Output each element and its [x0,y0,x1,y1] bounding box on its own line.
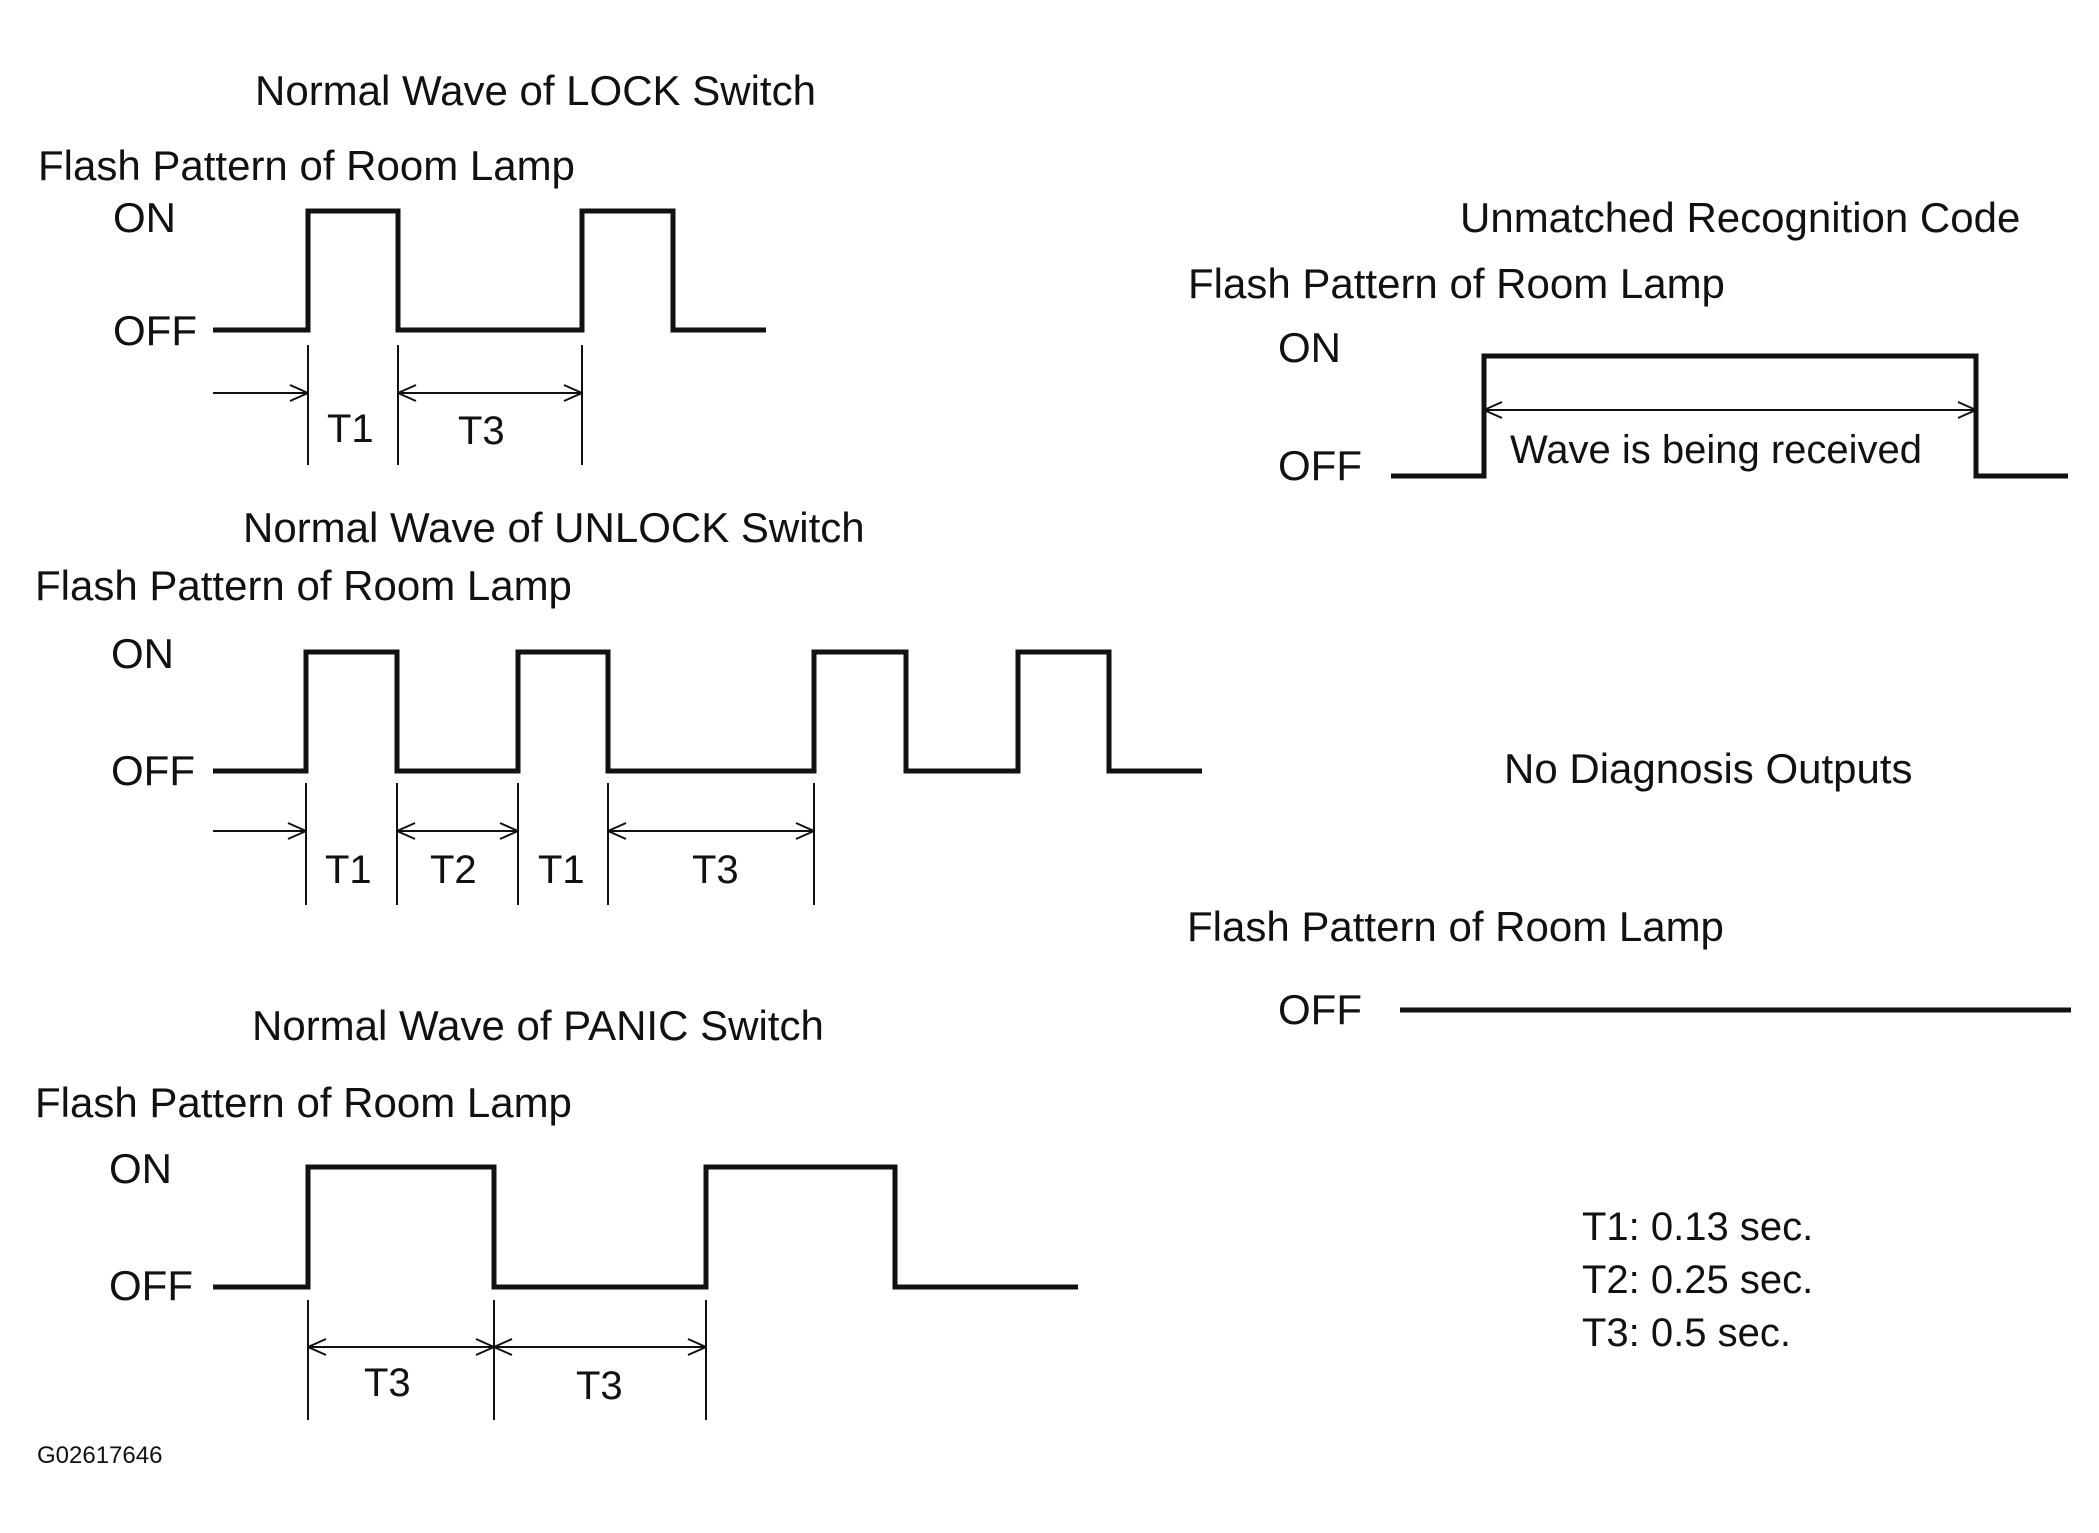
unlock-interval-label: T1 [538,848,585,892]
unmatched-waveform [1391,353,2068,479]
lock-off-label: OFF [113,307,197,354]
panic-panel: Normal Wave of PANIC Switch Flash Patter… [35,1002,1078,1420]
unlock-waveform [213,649,1202,774]
unmatched-span-label: Wave is being received [1510,428,1922,472]
legend-entry-t3: T3: 0.5 sec. [1582,1311,1791,1355]
no-diagnosis-panel: No Diagnosis Outputs Flash Pattern of Ro… [1187,745,2071,1033]
figure-reference-code: G02617646 [37,1442,162,1469]
lock-waveform [213,208,766,333]
legend-entry-t2: T2: 0.25 sec. [1582,1258,1813,1302]
no-diagnosis-subtitle: Flash Pattern of Room Lamp [1187,903,1724,950]
unmatched-on-label: ON [1278,324,1341,371]
unlock-off-label: OFF [111,747,195,794]
unlock-interval-label: T3 [692,848,739,892]
panic-off-label: OFF [109,1262,193,1309]
panic-title: Normal Wave of PANIC Switch [252,1002,824,1049]
panic-interval-label: T3 [576,1364,623,1408]
unlock-on-label: ON [111,630,174,677]
lock-panel: Normal Wave of LOCK Switch Flash Pattern… [38,67,816,465]
lock-title: Normal Wave of LOCK Switch [255,67,816,114]
timing-legend: T1: 0.13 sec. T2: 0.25 sec. T3: 0.5 sec. [1582,1205,1813,1355]
panic-waveform [213,1164,1078,1290]
unlock-subtitle: Flash Pattern of Room Lamp [35,562,572,609]
unlock-interval-label: T1 [325,848,372,892]
unmatched-panel: Unmatched Recognition Code Flash Pattern… [1188,194,2068,489]
panic-interval-label: T3 [364,1361,411,1405]
lock-interval-label: T1 [327,407,374,451]
lock-interval-label: T3 [458,409,505,453]
no-diagnosis-off-label: OFF [1278,986,1362,1033]
lock-subtitle: Flash Pattern of Room Lamp [38,142,575,189]
panic-on-label: ON [109,1145,172,1192]
no-diagnosis-title: No Diagnosis Outputs [1504,745,1913,792]
unlock-interval-label: T2 [430,848,477,892]
unmatched-subtitle: Flash Pattern of Room Lamp [1188,260,1725,307]
unlock-panel: Normal Wave of UNLOCK Switch Flash Patte… [35,504,1202,905]
legend-entry-t1: T1: 0.13 sec. [1582,1205,1813,1249]
lock-on-label: ON [113,194,176,241]
unmatched-title: Unmatched Recognition Code [1460,194,2020,241]
unmatched-off-label: OFF [1278,442,1362,489]
unlock-title: Normal Wave of UNLOCK Switch [243,504,865,551]
panic-subtitle: Flash Pattern of Room Lamp [35,1079,572,1126]
